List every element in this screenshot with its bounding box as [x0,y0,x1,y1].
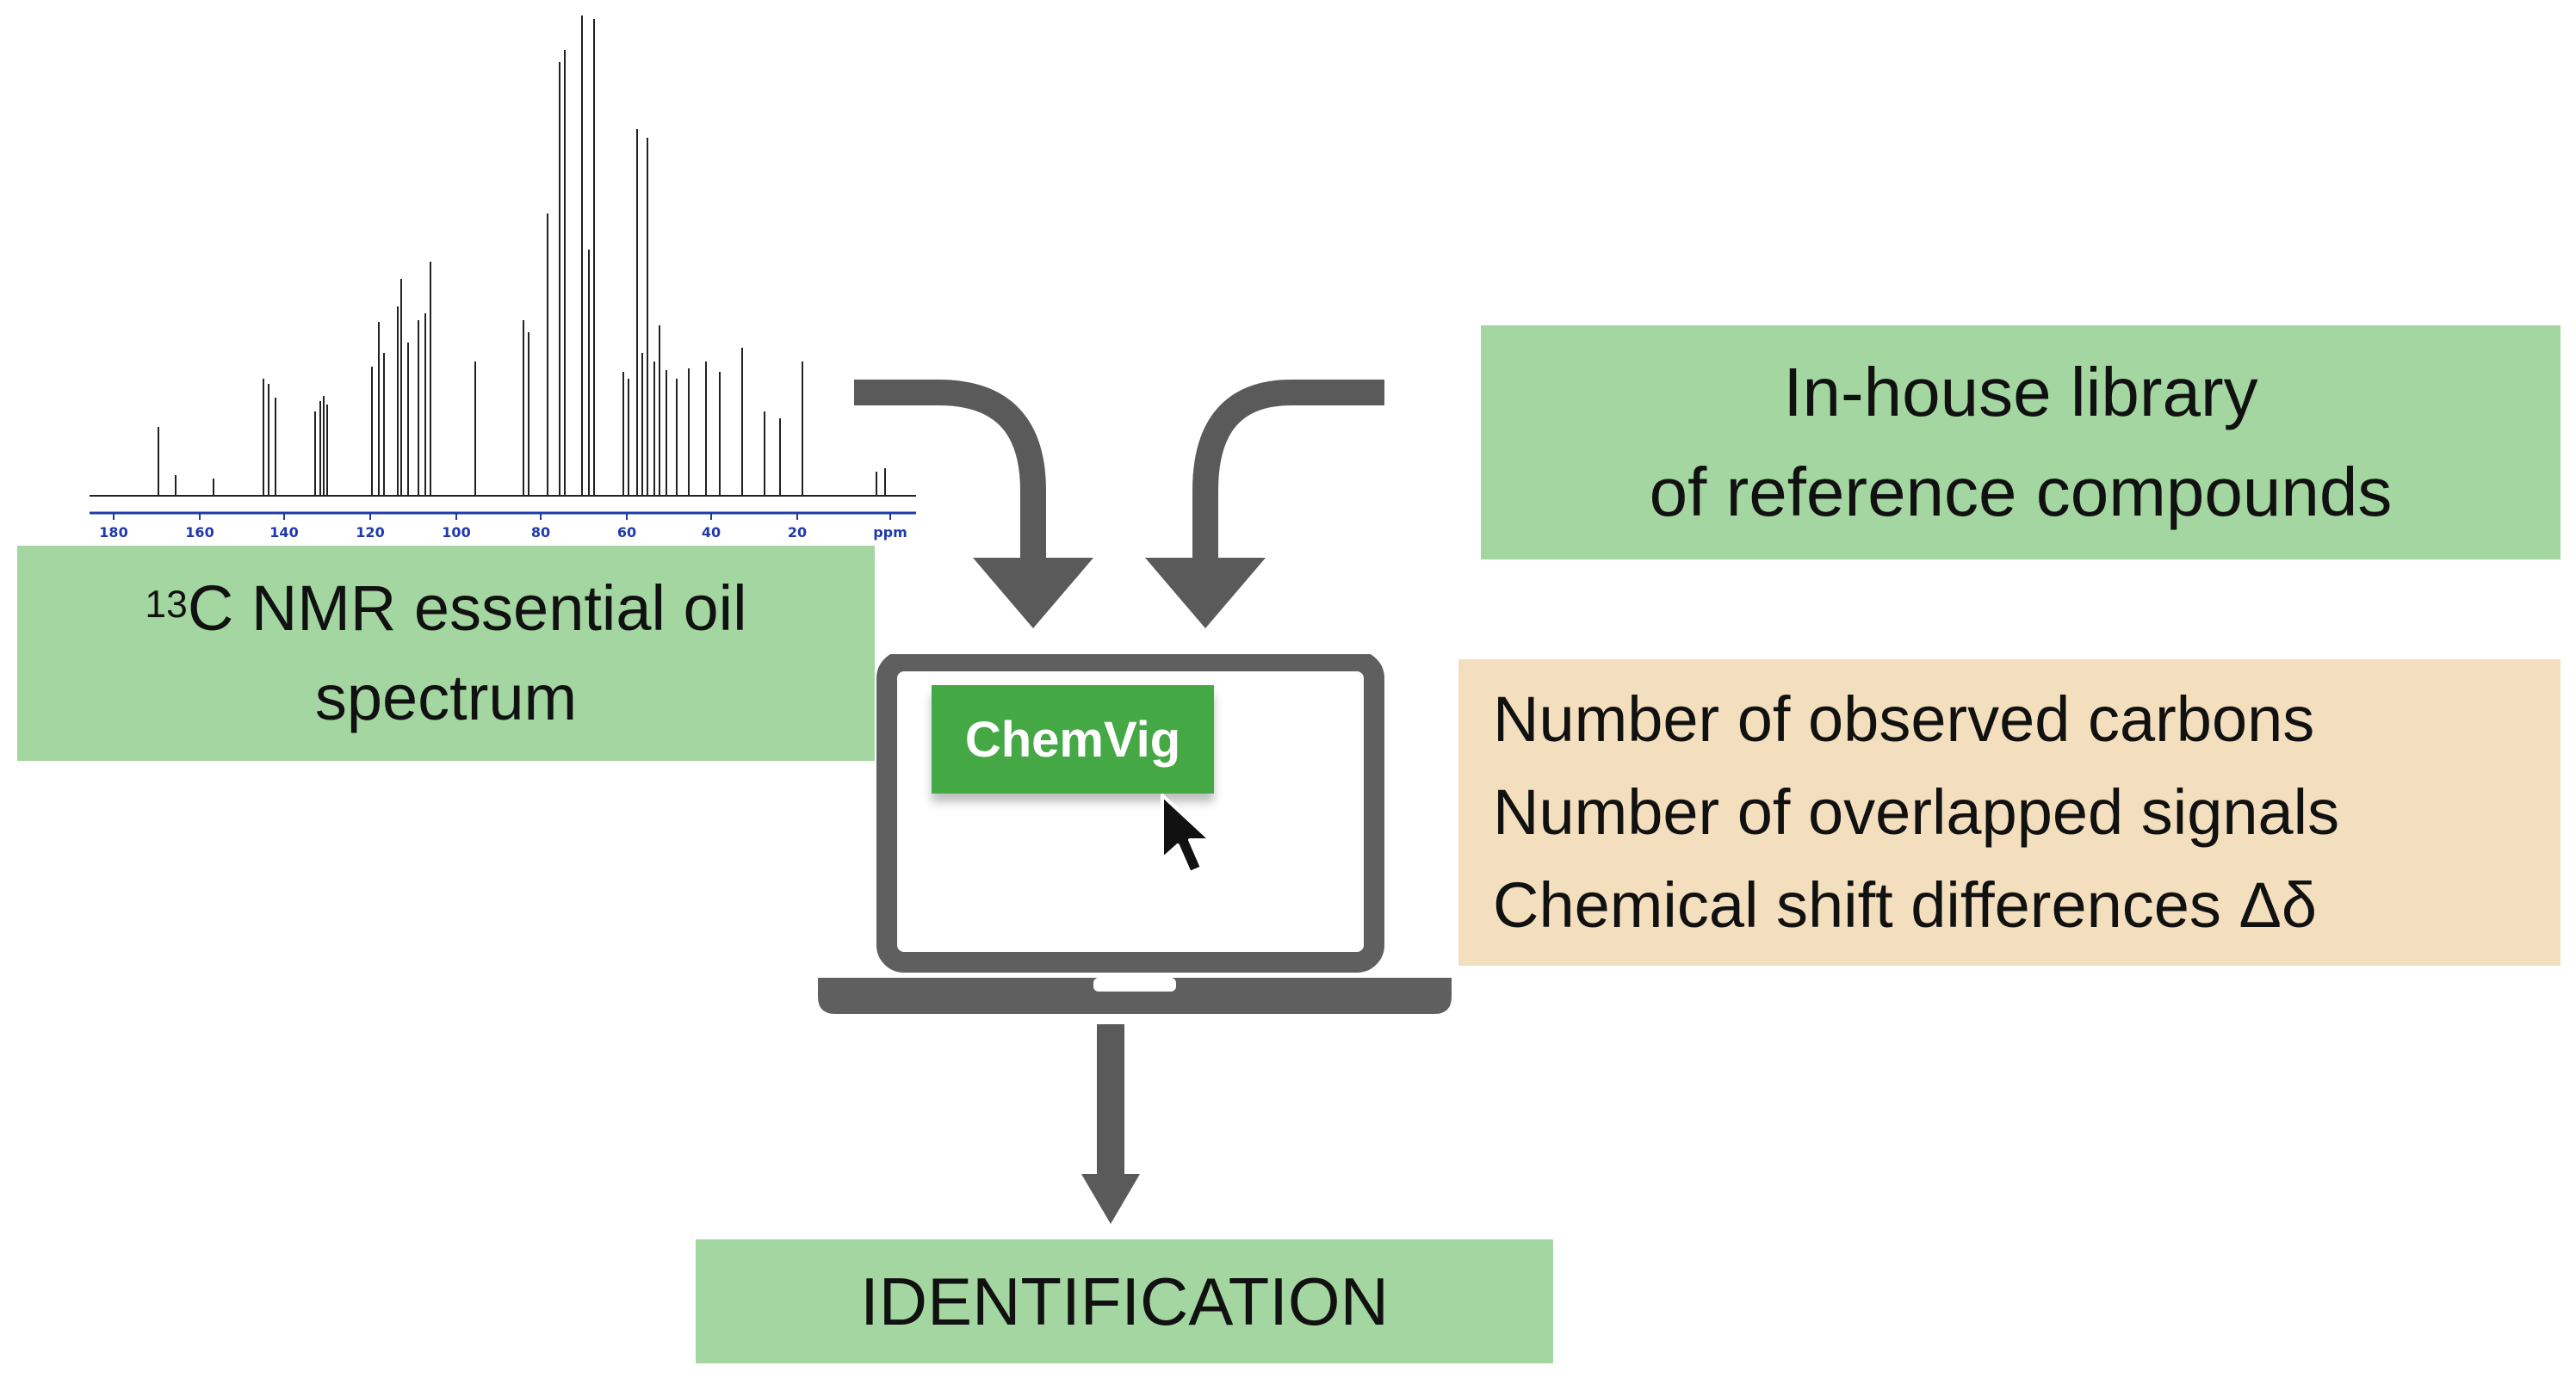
right-arrowhead [1145,558,1266,628]
axis-tick-label: 140 [269,524,298,541]
output-arrow-shaft [1097,1024,1124,1177]
output-arrow [1081,1024,1140,1224]
output-arrowhead [1081,1174,1140,1224]
spectrum-peaks [158,15,886,496]
axis-tick-label: 40 [702,524,721,541]
identification-box: IDENTIFICATION [696,1239,1553,1363]
laptop-base [818,978,1452,1014]
identification-label: IDENTIFICATION [860,1263,1389,1339]
axis-tick-label: 160 [185,524,214,541]
axis-tick-label: 180 [99,524,127,541]
nmr-spectrum-plot: 180 160 140 120 100 80 60 40 20 ppm [90,15,916,541]
axis-tick-label: 60 [617,524,636,541]
axis-tick-label: 80 [531,524,550,541]
axis-tick-label: 100 [442,524,470,541]
axis-tick-label: 20 [788,524,807,541]
library-line1: In-house library [1783,354,2258,430]
spectrum-axis-ticks: 180 160 140 120 100 80 60 40 20 ppm [99,513,907,541]
criteria-box: Number of observed carbons Number of ove… [1458,659,2561,966]
laptop-notch [1093,978,1176,992]
chemvig-button[interactable]: ChemVig [932,685,1214,794]
library-line2: of reference compounds [1649,454,2393,530]
right-curved-arrow [1192,380,1384,568]
criterion-overlapped-signals: Number of overlapped signals [1493,776,2340,848]
left-curved-arrow [854,380,1046,568]
criterion-observed-carbons: Number of observed carbons [1493,683,2315,755]
axis-tick-label: ppm [873,524,907,541]
criterion-chemical-shift: Chemical shift differences Δδ [1493,869,2318,941]
laptop-screen [876,654,1384,973]
mouse-pointer-icon [1161,794,1212,874]
axis-tick-label: 120 [356,524,384,541]
input-arrows [854,380,1384,628]
spectrum-input-box: 13C NMR essential oil spectrum [17,546,875,761]
library-box: In-house library of reference compounds [1481,325,2561,559]
spectrum-label-line1: 13C NMR essential oil [145,572,747,644]
left-arrowhead [973,558,1093,628]
spectrum-label-line2: spectrum [314,662,578,733]
laptop-icon [818,654,1452,1014]
